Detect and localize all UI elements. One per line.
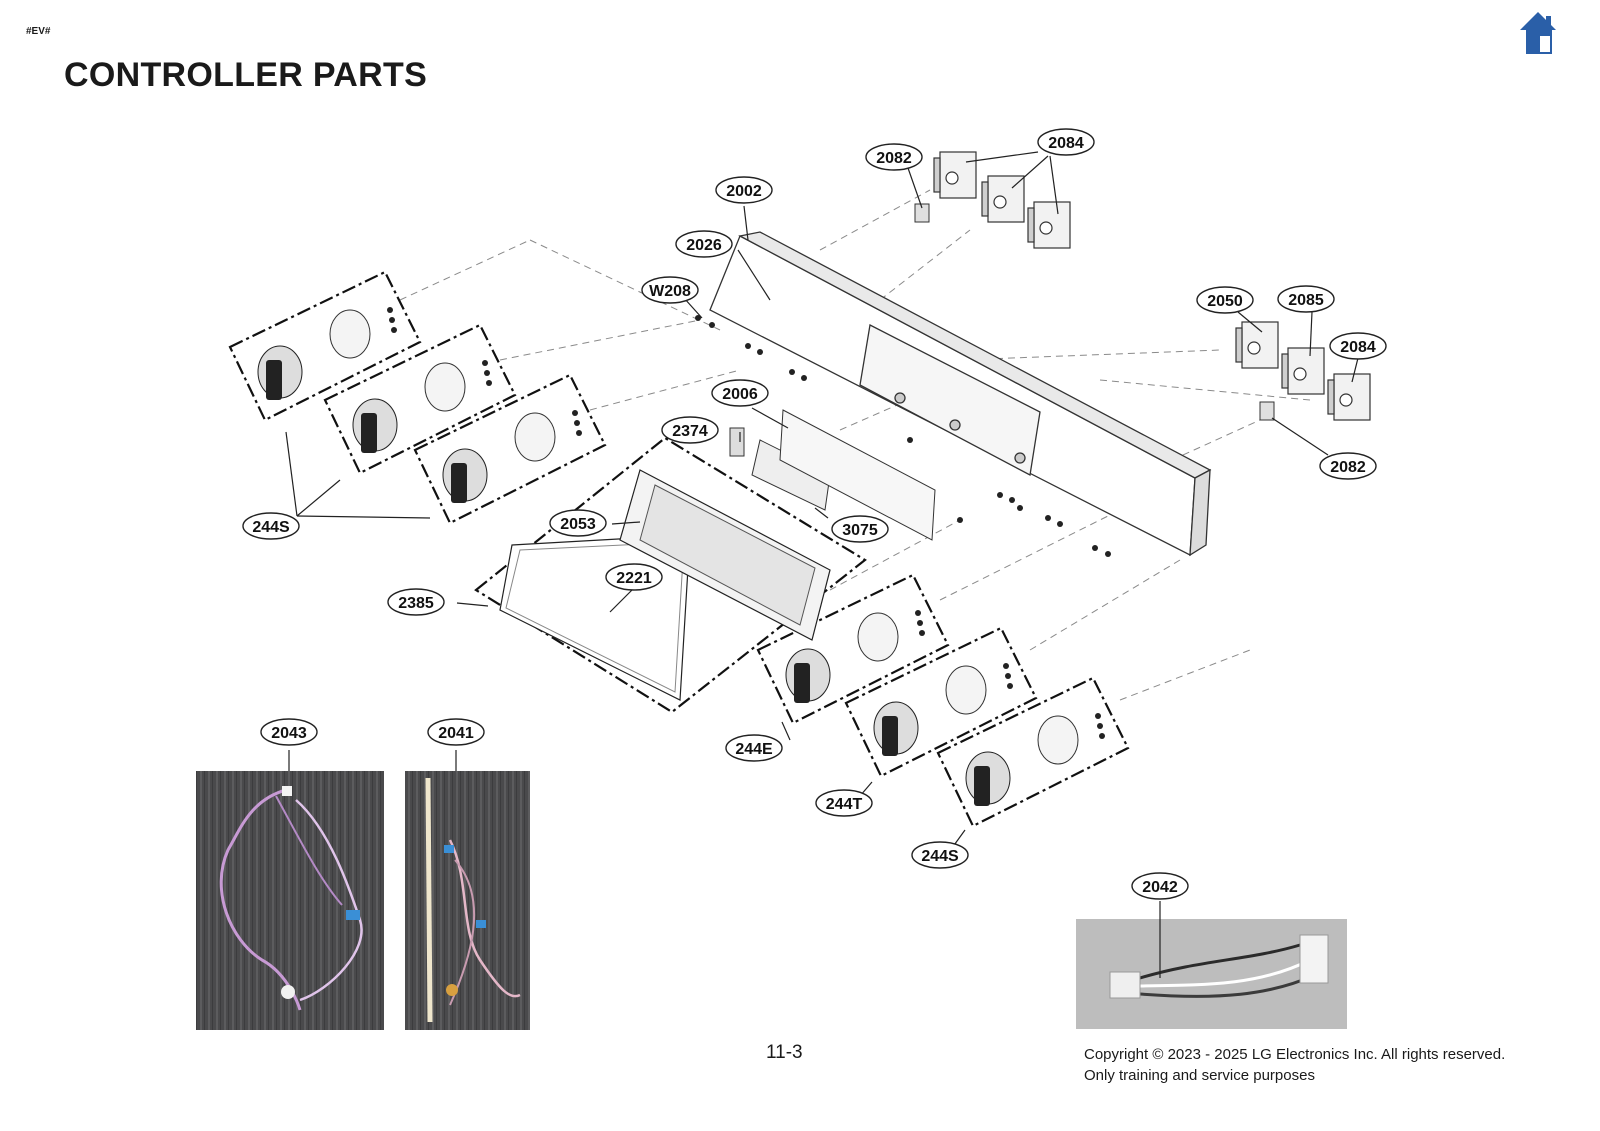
svg-text:244T: 244T bbox=[826, 796, 863, 813]
copyright-notice: Copyright © 2023 - 2025 LG Electronics I… bbox=[1084, 1044, 1505, 1086]
callout-244T: 244T bbox=[815, 789, 873, 817]
callout-2085: 2085 bbox=[1277, 285, 1335, 313]
copyright-line: Copyright © 2023 - 2025 LG Electronics I… bbox=[1084, 1046, 1506, 1063]
doc-tag: #EV# bbox=[26, 26, 51, 37]
callout-2082: 2082 bbox=[1319, 452, 1377, 480]
svg-text:244E: 244E bbox=[735, 741, 773, 758]
callouts: 2082 2084 2002 2026 W208 2050 2085 2084 … bbox=[242, 128, 1387, 900]
svg-text:2043: 2043 bbox=[271, 725, 307, 742]
knob-group bbox=[936, 676, 1130, 828]
knob-group bbox=[413, 373, 607, 525]
knob-groups bbox=[228, 270, 1130, 828]
svg-text:2085: 2085 bbox=[1288, 292, 1324, 309]
svg-text:2002: 2002 bbox=[726, 183, 762, 200]
callout-2221: 2221 bbox=[605, 563, 663, 591]
svg-text:244S: 244S bbox=[252, 519, 290, 536]
svg-text:2084: 2084 bbox=[1340, 339, 1376, 356]
callout-2026: 2026 bbox=[675, 230, 733, 258]
callout-2006: 2006 bbox=[711, 379, 769, 407]
callout-244S: 244S bbox=[911, 841, 969, 869]
callout-244E: 244E bbox=[725, 734, 783, 762]
callout-2084: 2084 bbox=[1329, 332, 1387, 360]
callout-2385: 2385 bbox=[387, 588, 445, 616]
svg-text:2374: 2374 bbox=[672, 423, 708, 440]
screws bbox=[695, 315, 1111, 557]
svg-text:244S: 244S bbox=[921, 848, 959, 865]
svg-text:3075: 3075 bbox=[842, 522, 878, 539]
callout-W208: W208 bbox=[641, 276, 699, 304]
knob-group bbox=[756, 573, 950, 725]
harness-photo-2041 bbox=[405, 771, 530, 1030]
harness-photo-2042 bbox=[1076, 919, 1347, 1029]
knob-group bbox=[228, 270, 422, 422]
callout-244S: 244S bbox=[242, 512, 300, 540]
page-title: CONTROLLER PARTS bbox=[64, 56, 428, 94]
svg-text:2084: 2084 bbox=[1048, 135, 1084, 152]
page-number: 11-3 bbox=[766, 1042, 803, 1063]
svg-text:2050: 2050 bbox=[1207, 293, 1243, 310]
callout-2043: 2043 bbox=[260, 718, 318, 746]
svg-text:2385: 2385 bbox=[398, 595, 434, 612]
knob-group bbox=[844, 626, 1038, 778]
svg-text:2082: 2082 bbox=[1330, 459, 1366, 476]
svg-text:2082: 2082 bbox=[876, 150, 912, 167]
home-button[interactable] bbox=[1518, 10, 1558, 58]
callout-2082: 2082 bbox=[865, 143, 923, 171]
callout-2084: 2084 bbox=[1037, 128, 1095, 156]
callout-2374: 2374 bbox=[661, 416, 719, 444]
indicator-switches bbox=[914, 203, 1275, 421]
knob-group bbox=[323, 323, 517, 475]
control-panel bbox=[709, 231, 1212, 557]
svg-text:2221: 2221 bbox=[616, 570, 652, 587]
svg-text:2053: 2053 bbox=[560, 516, 596, 533]
callout-2050: 2050 bbox=[1196, 286, 1254, 314]
callout-3075: 3075 bbox=[831, 515, 889, 543]
infinite-switches bbox=[933, 151, 1371, 421]
svg-text:2026: 2026 bbox=[686, 237, 722, 254]
leader-lines bbox=[285, 151, 1359, 978]
harness-photo-2043 bbox=[196, 771, 384, 1030]
svg-text:2006: 2006 bbox=[722, 386, 758, 403]
callout-2041: 2041 bbox=[427, 718, 485, 746]
usage-note: Only training and service purposes bbox=[1084, 1067, 1315, 1084]
display-assembly bbox=[474, 409, 936, 714]
svg-text:W208: W208 bbox=[649, 283, 691, 300]
svg-text:2041: 2041 bbox=[438, 725, 474, 742]
svg-text:2042: 2042 bbox=[1142, 879, 1178, 896]
callout-2053: 2053 bbox=[549, 509, 607, 537]
home-icon bbox=[1520, 12, 1556, 54]
callout-2002: 2002 bbox=[715, 176, 773, 204]
callout-2042: 2042 bbox=[1131, 872, 1189, 900]
